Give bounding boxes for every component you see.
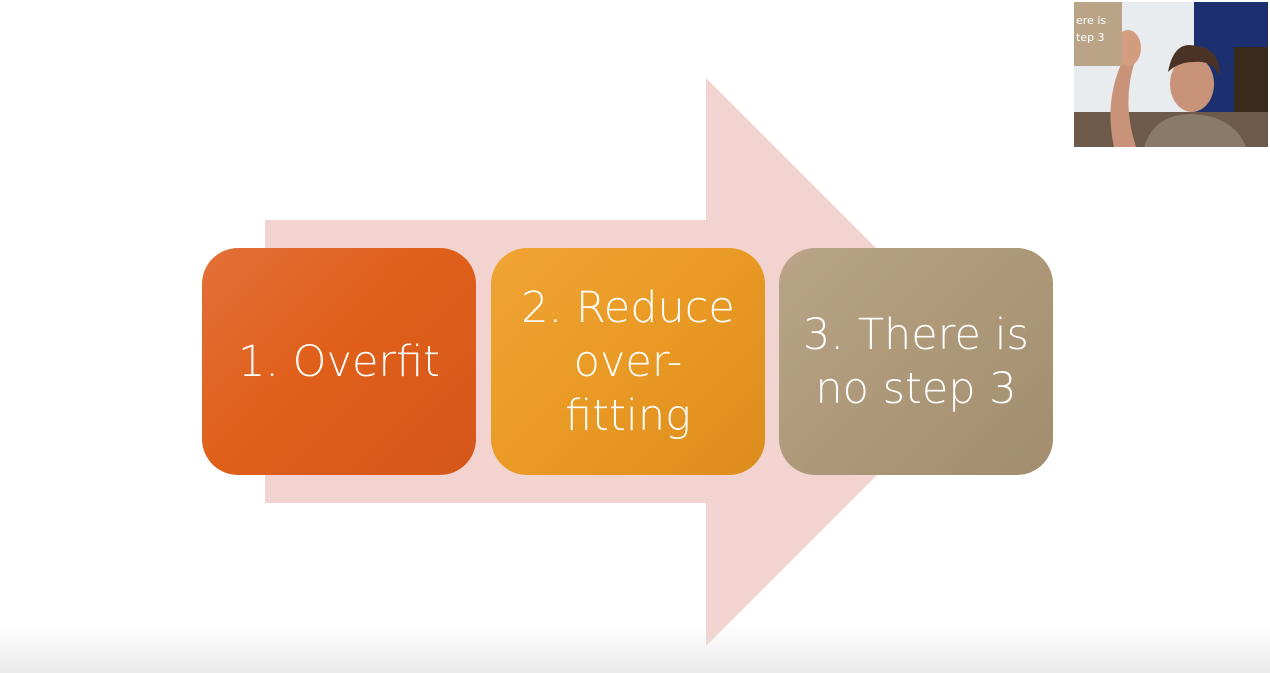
step-label-overfit: 1. Overfit: [237, 336, 441, 387]
step-label-reduce-overfitting: 2. Reduce over- fitting: [521, 282, 735, 441]
speaker-webcam-inset: ere is tep 3: [1074, 2, 1268, 147]
speaker-hair: [1168, 45, 1220, 76]
speaker-body: [1144, 114, 1246, 147]
step-box-reduce-overfitting: 2. Reduce over- fitting: [491, 248, 765, 475]
step-label-no-step-3: 3. There is no step 3: [803, 309, 1029, 414]
webcam-slide-thumbnail: ere is tep 3: [1074, 2, 1122, 66]
speaker-photo: [1074, 2, 1268, 147]
speaker-raised-arm: [1110, 62, 1136, 147]
bottom-fade: [0, 623, 1270, 673]
step-box-no-step-3: 3. There is no step 3: [779, 248, 1053, 475]
speaker-head: [1170, 56, 1214, 112]
step-box-overfit: 1. Overfit: [202, 248, 476, 475]
